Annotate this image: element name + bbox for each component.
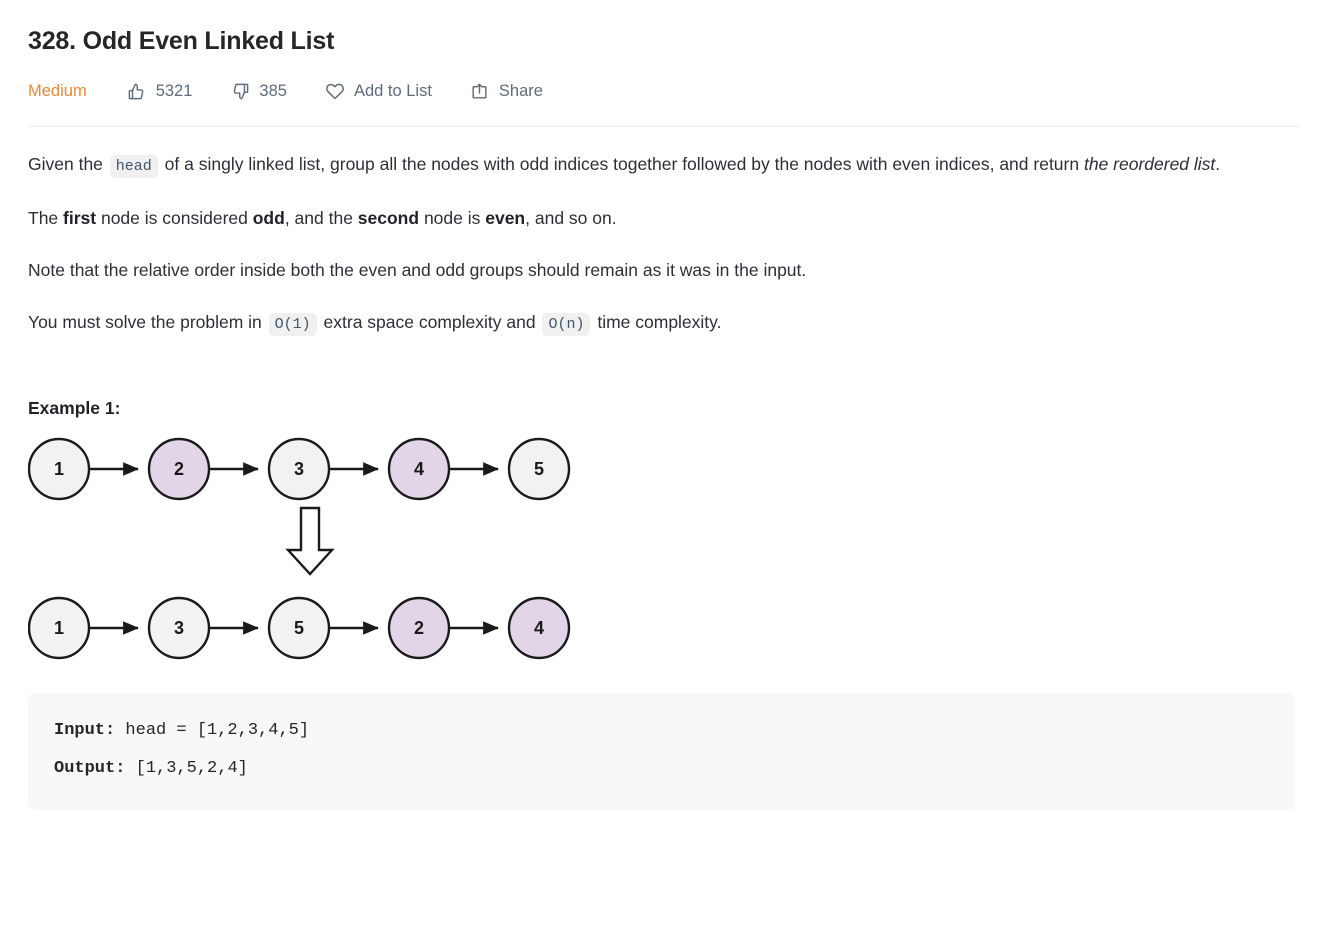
add-to-list-label: Add to List [353, 82, 432, 100]
node-circle [387, 437, 451, 501]
p1-text-b: of a singly linked list, group all the n… [159, 154, 1084, 174]
p2-bold-even: even [485, 208, 526, 228]
description-paragraph-3: Note that the relative order inside both… [28, 260, 807, 280]
p1-text-a: Given the [28, 154, 108, 174]
node-value: 2 [174, 459, 184, 479]
node-circle [147, 596, 211, 660]
node-circle [267, 596, 331, 660]
p1-text-c: . [1215, 154, 1221, 174]
example-input-line: Input: head = [1,2,3,4,5] [54, 712, 1269, 750]
share-label: Share [498, 82, 543, 100]
node-value: 3 [174, 618, 184, 638]
like-count: 5321 [155, 82, 193, 100]
output-value: [1,3,5,2,4] [125, 759, 248, 778]
node-value: 3 [294, 459, 304, 479]
p2-bold-odd: odd [252, 208, 285, 228]
list-node: 4 [387, 437, 451, 501]
thumbs-up-icon [127, 81, 147, 101]
node-circle [27, 596, 91, 660]
list-node: 5 [507, 437, 571, 501]
description-paragraph-2: The first node is considered odd, and th… [28, 203, 1278, 234]
p4-text-c: time complexity. [592, 312, 722, 332]
inline-code-o1: O(1) [268, 313, 317, 336]
list-node: 5 [267, 596, 331, 660]
difficulty-badge[interactable]: Medium [28, 81, 87, 100]
transform-down-arrow-icon [285, 506, 335, 576]
inline-code-on: O(n) [542, 313, 591, 336]
header-divider [28, 126, 1300, 127]
linked-list-row-1: 1 2 3 4 5 [27, 437, 571, 501]
node-circle [27, 437, 91, 501]
list-node: 2 [147, 437, 211, 501]
add-to-list-button[interactable]: Add to List [325, 81, 432, 101]
list-node: 1 [27, 437, 91, 501]
node-circle [387, 596, 451, 660]
linked-list-svg: 1 2 3 4 5 [27, 437, 571, 660]
node-circle [147, 437, 211, 501]
input-label: Input: [54, 721, 116, 740]
like-button[interactable]: 5321 [127, 81, 193, 101]
page-title: 328. Odd Even Linked List [28, 27, 335, 55]
node-value: 5 [534, 459, 544, 479]
list-node: 1 [27, 596, 91, 660]
node-value: 2 [414, 618, 424, 638]
node-circle [267, 437, 331, 501]
p1-emphasis: the reordered list [1083, 154, 1216, 174]
p4-text-b: extra space complexity and [318, 312, 541, 332]
p2-text-e: , and so on. [525, 208, 617, 228]
description-paragraph-1: Given the head of a singly linked list, … [28, 149, 1278, 182]
output-label: Output: [54, 759, 126, 778]
p4-text-a: You must solve the problem in [28, 312, 267, 332]
node-value: 4 [414, 459, 424, 479]
dislike-button[interactable]: 385 [230, 81, 287, 101]
dislike-count: 385 [259, 82, 287, 100]
node-value: 4 [534, 618, 544, 638]
list-node: 3 [267, 437, 331, 501]
node-circle [507, 596, 571, 660]
linked-list-diagram: 1 2 3 4 5 [27, 434, 1300, 679]
node-value: 1 [54, 459, 64, 479]
example-output-line: Output: [1,3,5,2,4] [54, 750, 1269, 788]
list-node: 4 [507, 596, 571, 660]
node-value: 1 [54, 618, 64, 638]
problem-description: Given the head of a singly linked list, … [27, 127, 1300, 810]
share-button[interactable]: Share [470, 81, 543, 101]
input-value: head = [1,2,3,4,5] [115, 721, 310, 740]
problem-meta-bar: Medium 5321 385 [28, 78, 1300, 104]
linked-list-row-2: 1 3 5 2 4 [27, 596, 571, 660]
inline-code-head: head [109, 155, 158, 178]
p2-text-b: node is considered [96, 208, 253, 228]
example-1-code-block: Input: head = [1,2,3,4,5] Output: [1,3,5… [28, 693, 1295, 810]
p2-bold-second: second [357, 208, 420, 228]
heart-icon [325, 81, 345, 101]
list-node: 2 [387, 596, 451, 660]
example-1-heading: Example 1: [28, 398, 121, 418]
node-value: 5 [294, 618, 304, 638]
p2-text-c: , and the [284, 208, 358, 228]
p2-bold-first: first [63, 208, 97, 228]
share-icon [470, 81, 490, 101]
p2-text-d: node is [419, 208, 486, 228]
description-paragraph-4: You must solve the problem in O(1) extra… [28, 307, 1278, 340]
thumbs-down-icon [230, 81, 250, 101]
node-circle [507, 437, 571, 501]
p2-text-a: The [28, 208, 64, 228]
problem-page: 328. Odd Even Linked List Medium 5321 38… [27, 27, 1300, 810]
list-node: 3 [147, 596, 211, 660]
